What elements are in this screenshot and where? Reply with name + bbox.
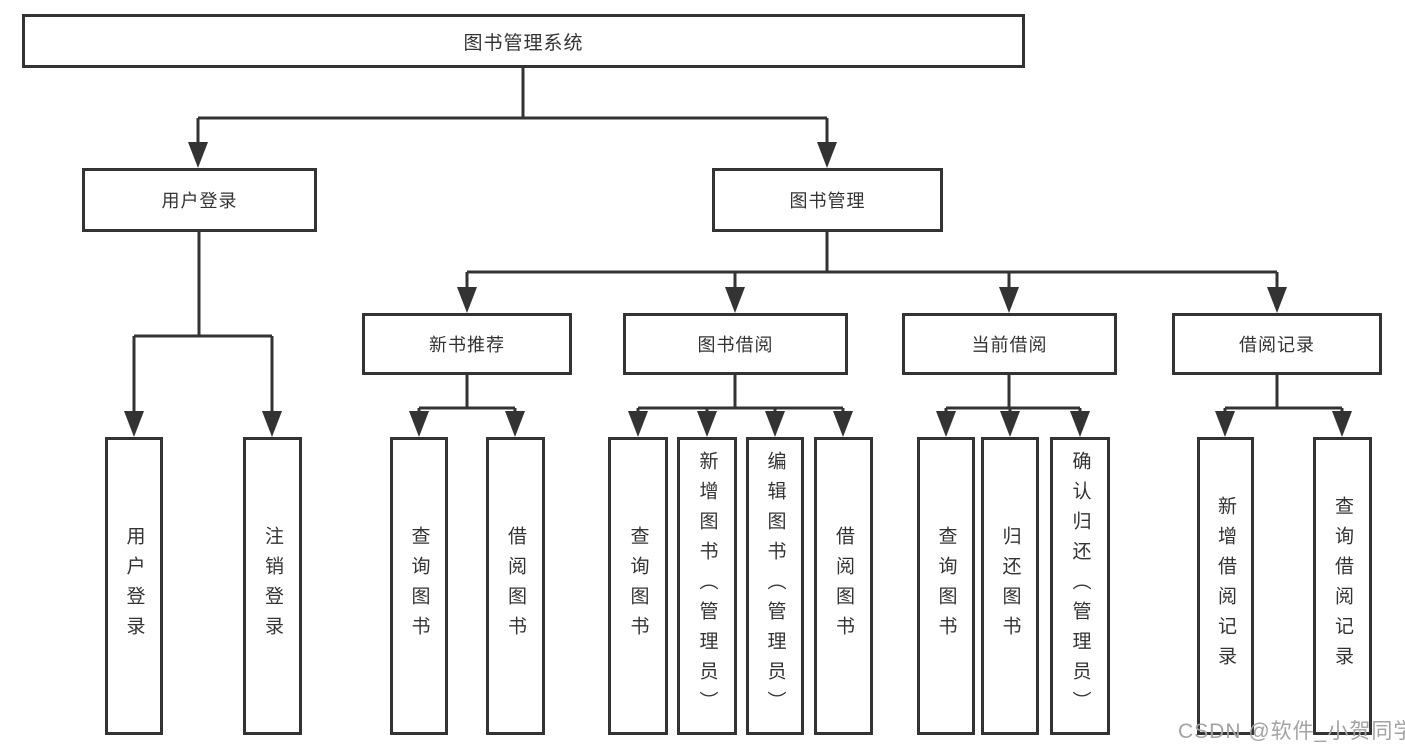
arrow-icon xyxy=(188,142,208,168)
arrow-icon xyxy=(765,411,785,437)
arrow-icon xyxy=(628,411,648,437)
arrow-icon xyxy=(1267,287,1287,313)
leaf-add-borrow-record-label: 新增借阅记录 xyxy=(1215,496,1236,676)
node-new-book-recommend: 新书推荐 xyxy=(362,313,572,375)
node-current-borrow-label: 当前借阅 xyxy=(971,335,1048,355)
leaf-user-login: 用户登录 xyxy=(105,437,163,735)
leaf-add-book-admin: 新增图书（管理员） xyxy=(677,437,737,735)
arrow-icon xyxy=(124,411,144,437)
leaf-query-borrow-record: 查询借阅记录 xyxy=(1313,437,1372,735)
arrowheads xyxy=(124,142,1352,437)
arrow-icon xyxy=(1070,411,1090,437)
node-user-login-label: 用户登录 xyxy=(161,191,238,211)
node-new-book-recommend-label: 新书推荐 xyxy=(429,335,505,355)
arrow-icon xyxy=(505,411,525,437)
arrow-icon xyxy=(457,287,477,313)
leaf-logout-label: 注销登录 xyxy=(262,526,283,646)
node-book-borrow-label: 图书借阅 xyxy=(697,335,774,355)
leaf-edit-book-admin-label: 编辑图书（管理员） xyxy=(764,451,786,721)
leaf-query-books-recommend: 查询图书 xyxy=(390,437,448,735)
leaf-add-borrow-record: 新增借阅记录 xyxy=(1197,437,1254,735)
leaf-confirm-return-admin: 确认归还（管理员） xyxy=(1050,437,1110,735)
node-root: 图书管理系统 xyxy=(22,14,1025,68)
node-borrow-records-label: 借阅记录 xyxy=(1239,335,1315,355)
arrow-icon xyxy=(999,287,1019,313)
node-borrow-records: 借阅记录 xyxy=(1172,313,1382,375)
leaf-query-books-current-label: 查询图书 xyxy=(935,526,957,646)
leaf-return-books-label: 归还图书 xyxy=(999,526,1021,646)
leaf-confirm-return-admin-label: 确认归还（管理员） xyxy=(1069,451,1091,721)
leaf-edit-book-admin: 编辑图书（管理员） xyxy=(746,437,804,735)
arrow-icon xyxy=(1215,411,1235,437)
arrow-icon xyxy=(833,411,853,437)
arrow-icon xyxy=(409,411,429,437)
leaf-query-books-recommend-label: 查询图书 xyxy=(408,526,430,646)
leaf-query-borrow-record-label: 查询借阅记录 xyxy=(1332,496,1353,676)
leaf-borrow-books: 借阅图书 xyxy=(814,437,873,735)
node-current-borrow: 当前借阅 xyxy=(902,313,1117,375)
leaf-return-books: 归还图书 xyxy=(981,437,1039,735)
leaf-query-books-borrow: 查询图书 xyxy=(608,437,668,735)
arrow-icon xyxy=(817,142,837,168)
leaf-query-books-borrow-label: 查询图书 xyxy=(627,526,649,646)
arrow-icon xyxy=(1332,411,1352,437)
arrow-icon xyxy=(1000,411,1020,437)
leaf-user-login-label: 用户登录 xyxy=(123,526,145,646)
csdn-watermark: CSDN @软件_小贺同学 xyxy=(1178,720,1405,743)
arrow-icon xyxy=(725,287,745,313)
node-book-borrow: 图书借阅 xyxy=(623,313,848,375)
node-book-management-label: 图书管理 xyxy=(789,191,866,211)
leaf-borrow-books-label: 借阅图书 xyxy=(833,526,854,646)
leaf-borrow-books-recommend-label: 借阅图书 xyxy=(505,526,526,646)
node-book-management: 图书管理 xyxy=(712,168,943,232)
node-root-label: 图书管理系统 xyxy=(463,32,584,54)
leaf-query-books-current: 查询图书 xyxy=(917,437,975,735)
leaf-borrow-books-recommend: 借阅图书 xyxy=(486,437,545,735)
arrow-icon xyxy=(262,411,282,437)
leaf-logout: 注销登录 xyxy=(243,437,302,735)
arrow-icon xyxy=(697,411,717,437)
node-user-login: 用户登录 xyxy=(82,168,317,232)
arrow-icon xyxy=(936,411,956,437)
leaf-add-book-admin-label: 新增图书（管理员） xyxy=(696,451,718,721)
